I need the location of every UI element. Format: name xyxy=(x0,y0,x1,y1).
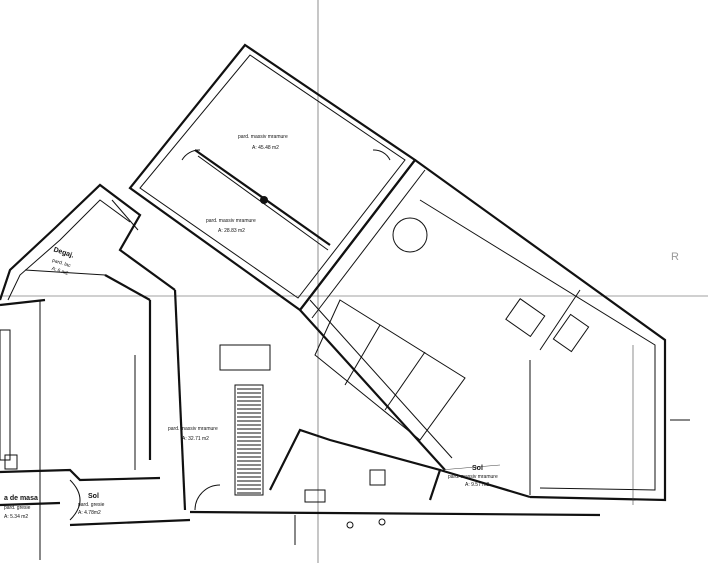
upper-wing-walls xyxy=(128,43,417,312)
room-floor-label: pard. gresie xyxy=(4,505,31,511)
margin-mark: R xyxy=(671,251,679,263)
room-floor-label: pard. massiv mramure xyxy=(448,474,498,480)
room-area-label: A: 5.34 m2 xyxy=(4,514,28,520)
room-floor-label: pard. massiv mramure xyxy=(206,218,256,224)
room-label-3: Degaj. pard. lac A: 6 m2 xyxy=(51,246,75,277)
room-label-6: a de masa pard. gresie A: 5.34 m2 xyxy=(4,495,38,520)
room-area-label: A: 32.71 m2 xyxy=(182,436,209,442)
room-floor-label: pard. lac xyxy=(51,258,72,270)
room-area-label: A: 6 m2 xyxy=(51,266,69,277)
room-area-label: A: 4.78m2 xyxy=(78,510,101,516)
room-area-label: A: 9.57 m2 xyxy=(465,482,489,488)
room-title: Sol xyxy=(472,465,483,472)
room-label-2: pard. massiv mramure A: 28.83 m2 xyxy=(206,218,256,234)
staircase xyxy=(111,199,271,496)
right-hall-walls xyxy=(299,159,690,505)
left-wing-walls xyxy=(0,183,601,560)
room-label-4: pard. massiv mramure A: 32.71 m2 xyxy=(168,426,218,442)
room-area-label: A: 45.48 m2 xyxy=(252,145,279,151)
room-label-5: Sol pard. gresie A: 4.78m2 xyxy=(78,493,105,516)
room-floor-label: pard. gresie xyxy=(78,502,105,508)
service-rooms xyxy=(269,428,442,545)
room-area-label: A: 28.83 m2 xyxy=(218,228,245,234)
room-label-1: pard. massiv mramure A: 45.48 m2 xyxy=(238,134,288,151)
room-floor-label: pard. massiv mramure xyxy=(238,134,288,140)
room-title: Sol xyxy=(88,493,99,500)
room-label-7: Sol pard. massiv mramure A: 9.57 m2 xyxy=(448,465,498,488)
room-floor-label: pard. massiv mramure xyxy=(168,426,218,432)
room-title: a de masa xyxy=(4,495,38,502)
